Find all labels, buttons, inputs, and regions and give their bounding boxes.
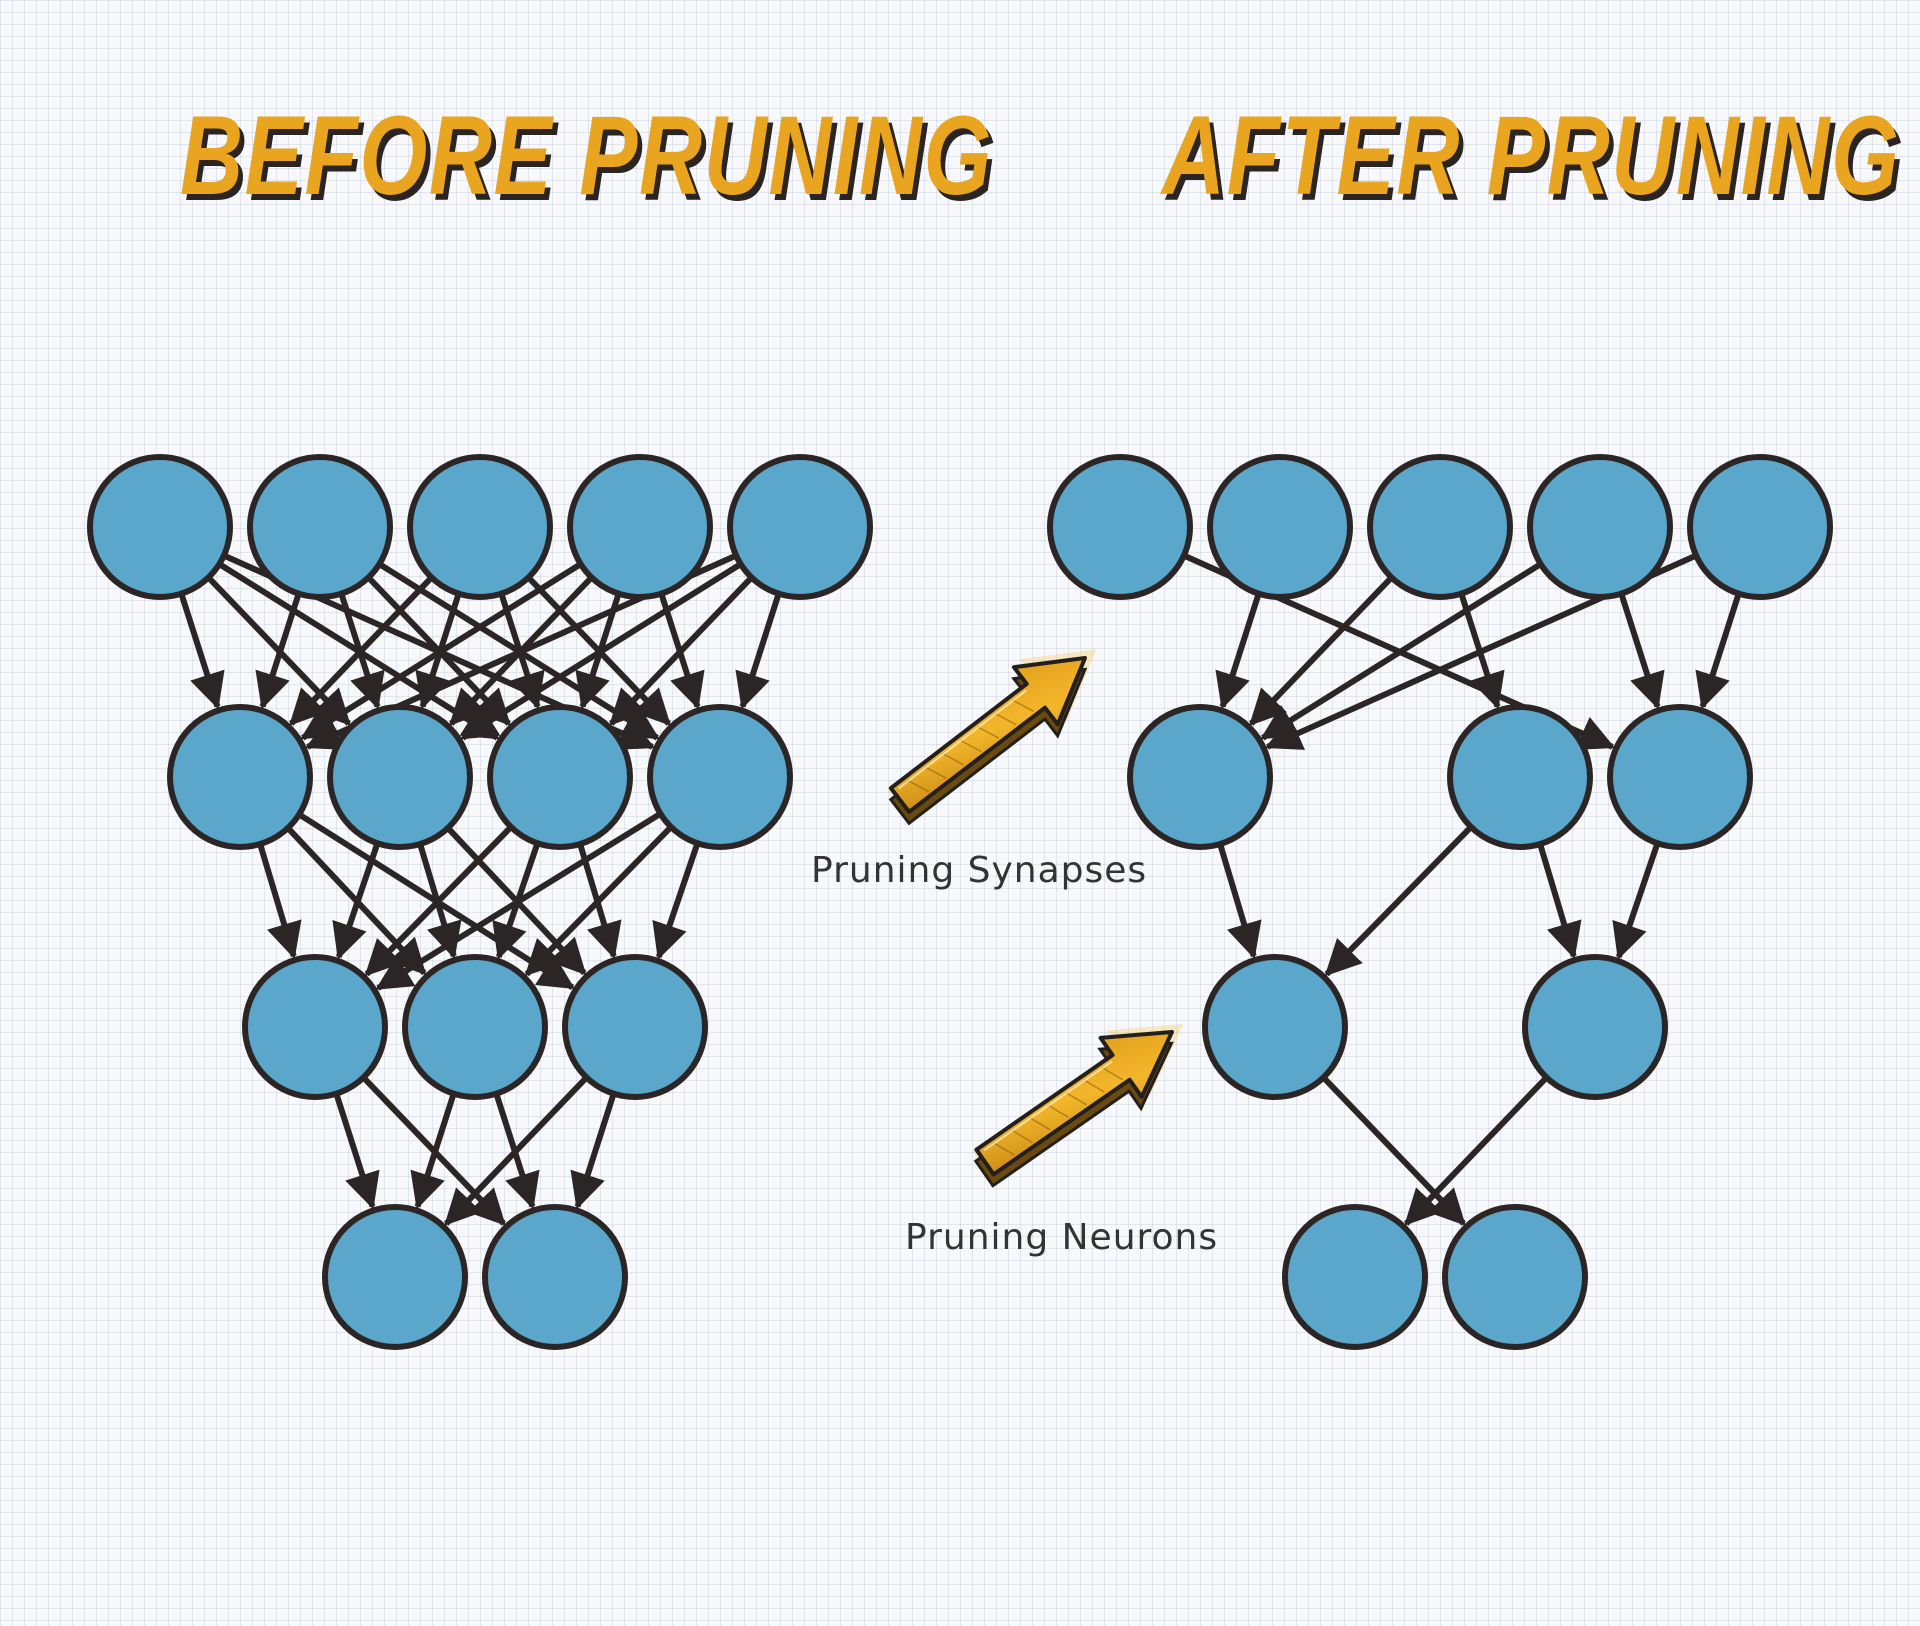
before-neuron-l2-n0 [242,954,388,1100]
title-after-pruning: AFTER PRUNING [1162,93,1901,218]
before-edge-l1n0-l2n0 [256,841,302,959]
after-edge-l0n3-l1n2 [1617,590,1665,710]
before-edge-l1n3-l2n1 [524,823,675,977]
before-edge-l1n1-l2n0 [332,840,381,960]
before-neuron-l0-n0 [87,454,233,600]
after-neuron-l0-n1 [1207,454,1353,600]
after-neuron-l1-n2 [1607,704,1753,850]
after-edge-l1n1-l2n0 [1324,823,1475,977]
after-neuron-l2-n0 [1202,954,1348,1100]
before-edge-l0n1-l1n0 [255,590,303,710]
before-edge-l0n3-l1n0 [300,560,584,741]
before-neuron-l2-n1 [402,954,548,1100]
before-neuron-l0-n3 [567,454,713,600]
after-neuron-l0-n0 [1047,454,1193,600]
after-neuron-l3-n0 [1282,1204,1428,1350]
synapses-pointer-arrow [886,649,1097,826]
before-edge-l1n2-l2n0 [364,823,515,977]
before-edge-l2n1-l3n0 [410,1090,458,1210]
neurons-pointer-arrow [972,1024,1184,1188]
after-neuron-l1-n1 [1447,704,1593,850]
before-edge-l0n4-l1n1 [460,560,744,741]
after-edge-l1n2-l2n1 [1612,840,1661,960]
before-neuron-l1-n0 [167,704,313,850]
after-edge-l2n0-l3n1 [1319,1073,1466,1226]
after-neuron-l1-n0 [1127,704,1273,850]
edges-after [1180,551,1743,1226]
before-neuron-l1-n1 [327,704,473,850]
before-neuron-l3-n0 [322,1204,468,1350]
after-neuron-l0-n2 [1367,454,1513,600]
caption-pruning-synapses: Pruning Synapses [811,850,1148,891]
after-edge-l0n4-l1n2 [1695,590,1743,710]
before-edge-l2n2-l3n1 [570,1090,618,1210]
after-neuron-l2-n1 [1522,954,1668,1100]
after-neuron-l0-n3 [1527,454,1673,600]
before-neuron-l0-n4 [727,454,873,600]
before-neuron-l0-n1 [247,454,393,600]
after-edge-l0n1-l1n0 [1215,590,1263,710]
after-neuron-l3-n1 [1442,1204,1588,1350]
neurons-after [1047,454,1833,1350]
network-before-pruning [87,454,873,1350]
before-edge-l0n2-l1n0 [289,573,436,726]
before-edge-l2n0-l3n0 [332,1090,380,1210]
edges-before [177,551,783,1226]
after-edge-l0n2-l1n0 [1249,573,1396,726]
before-edge-l0n4-l1n2 [609,573,756,726]
before-edge-l1n3-l2n2 [652,840,701,960]
after-edge-l1n1-l2n1 [1536,841,1582,959]
neurons-before [87,454,873,1350]
title-before-pruning: BEFORE PRUNING [180,93,993,218]
network-after-pruning [1047,454,1833,1350]
before-edge-l2n2-l3n0 [444,1073,591,1226]
before-neuron-l2-n2 [562,954,708,1100]
before-neuron-l0-n2 [407,454,553,600]
after-edge-l1n0-l2n0 [1216,841,1262,959]
pointer-arrows [886,649,1184,1188]
after-edge-l2n1-l3n0 [1404,1073,1551,1226]
before-neuron-l1-n2 [487,704,633,850]
before-edge-l0n4-l1n3 [735,590,783,710]
before-edge-l0n0-l1n0 [177,590,225,710]
after-edge-l0n3-l1n0 [1260,560,1544,741]
caption-pruning-neurons: Pruning Neurons [905,1217,1219,1258]
before-edge-l1n3-l2n0 [375,810,664,991]
before-neuron-l3-n1 [482,1204,628,1350]
before-neuron-l1-n3 [647,704,793,850]
after-neuron-l0-n4 [1687,454,1833,600]
